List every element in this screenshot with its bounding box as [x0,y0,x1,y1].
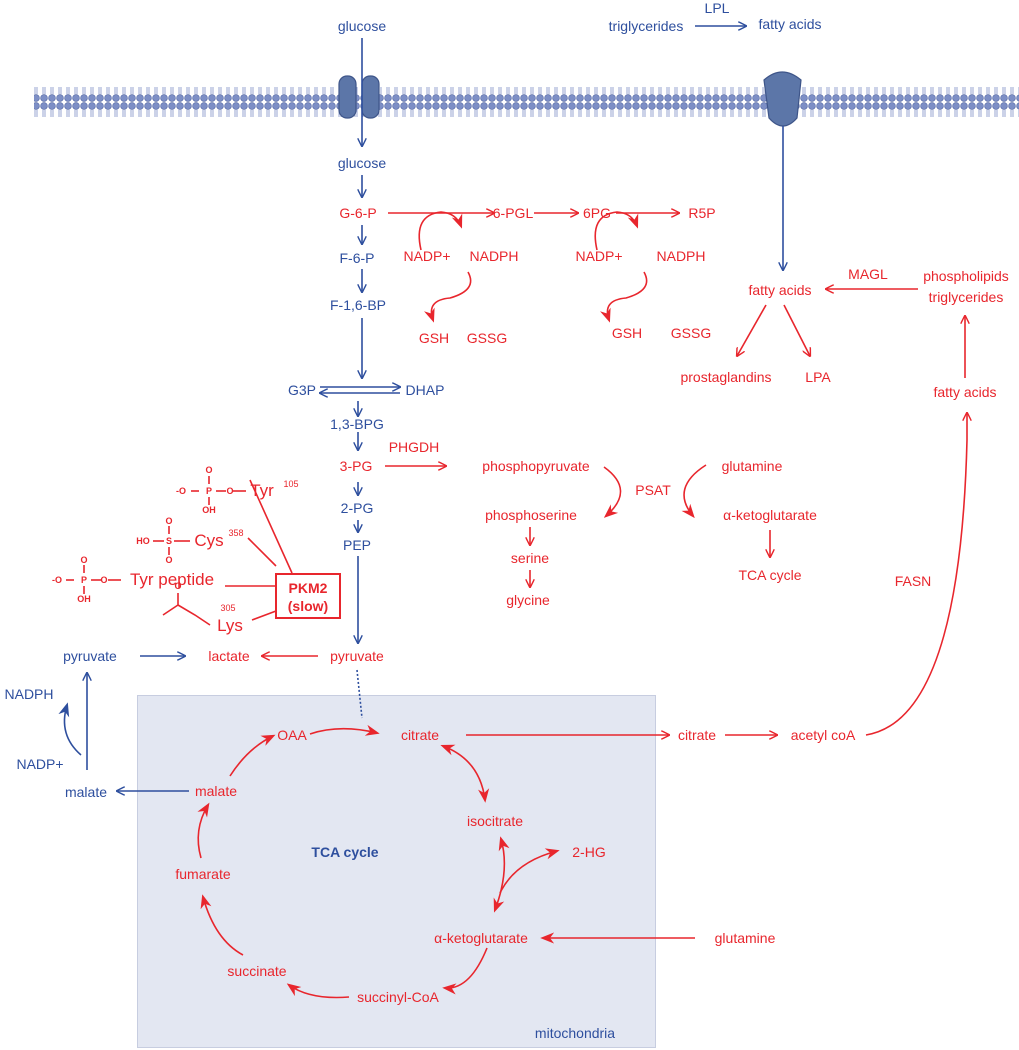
lactate-label: lactate [208,648,250,664]
oxygen-ester-1: O [226,486,234,496]
gssg-1-label: GSSG [466,330,508,346]
sulfur-label: S [165,536,173,546]
gsh-2-label: GSH [611,325,643,341]
oxygen-top-2: O [80,555,88,565]
r5p-label: R5P [688,205,716,221]
cys358-label: Cys [194,531,224,550]
phospholipids-label: phospholipids [923,268,1009,284]
tca-cycle-top-label: TCA cycle [738,567,802,583]
phosphorus-1: P [205,486,213,496]
pg6-label: 6PG [582,205,612,221]
ho-label: HO [136,536,150,546]
pgl6-label: 6-PGL [492,205,534,221]
f6p-label: F-6-P [339,250,375,266]
fatty-acids-right-label: fatty acids [933,384,997,400]
fatty-acids-extracellular: fatty acids [758,16,822,32]
tyr-peptide-label: Tyr peptide [129,570,215,589]
psat-label: PSAT [635,482,671,498]
g6p-label: G-6-P [339,205,377,221]
fasn-label: FASN [894,573,932,589]
fatty-acids-mid-label: fatty acids [748,282,812,298]
nadp-2-label: NADP+ [575,248,623,264]
lys305-position: 305 [220,603,236,613]
mitochondria-compartment [137,695,656,1048]
oxygen-top-1: O [205,465,213,475]
pkm2-box: PKM2 (slow) [275,573,341,619]
oxygen-acetyl: O [174,581,182,591]
oxygen-ester-2: O [100,575,108,585]
nadph-left-label: NADPH [4,686,54,702]
dhap-label: DHAP [405,382,445,398]
citrate-mito-label: citrate [400,727,440,743]
malate-mito-label: malate [194,783,238,799]
succinate-label: succinate [227,963,287,979]
cys358-position: 358 [228,528,244,538]
serine-label: serine [510,550,550,566]
isocitrate-label: isocitrate [466,813,524,829]
triglycerides-extracellular: triglycerides [608,18,684,34]
acetyl-coa-label: acetyl coA [790,727,856,743]
gssg-2-label: GSSG [670,325,712,341]
tyr105-label: Tyr [250,481,274,500]
glycine-label: glycine [506,592,550,608]
prostaglandins-label: prostaglandins [680,369,772,385]
oxygen-s-bottom: O [165,555,173,565]
lpa-label: LPA [805,369,831,385]
fatty-acid-transporter-icon [763,71,802,127]
glucose-extracellular: glucose [337,18,387,34]
hg2-label: 2-HG [572,844,606,860]
pkm2-rate-label: (slow) [287,598,329,614]
nadp-left-label: NADP+ [16,756,64,772]
tca-cycle-title: TCA cycle [311,844,379,860]
pg3-label: 3-PG [339,458,373,474]
phosphoserine-label: phosphoserine [485,507,577,523]
oxygen-s-top: O [165,516,173,526]
oh-2: OH [77,594,91,604]
mitochondria-label: mitochondria [534,1025,616,1041]
pyruvate-exported: pyruvate [63,648,117,664]
phosphopyruvate-label: phosphopyruvate [482,458,590,474]
pg2-label: 2-PG [340,500,374,516]
nadp-1-label: NADP+ [403,248,451,264]
o-minus-2: -O [51,575,63,585]
tyr105-position: 105 [283,479,299,489]
pkm2-label: PKM2 [288,580,328,596]
f16bp-label: F-1,6-BP [329,297,387,313]
pyruvate-label: pyruvate [330,648,384,664]
fumarate-label: fumarate [175,866,231,882]
succinyl-coa-label: succinyl-CoA [357,989,439,1005]
phgdh-label: PHGDH [388,439,440,455]
triglycerides-red-label: triglycerides [928,289,1004,305]
oaa-label: OAA [277,727,307,743]
citrate-cyto-label: citrate [677,727,717,743]
glucose-intracellular: glucose [337,155,387,171]
glucose-transporter-icon [338,75,380,119]
akg-mito-label: α-ketoglutarate [434,930,528,946]
glutamine-mito-label: glutamine [714,930,776,946]
glutamine-top-label: glutamine [721,458,783,474]
phosphorus-2: P [80,575,88,585]
nadph-2-label: NADPH [656,248,706,264]
lpl-label: LPL [704,0,730,16]
lys305-label: Lys [217,616,243,635]
g3p-label: G3P [287,382,317,398]
pep-label: PEP [342,537,372,553]
malate-exported: malate [64,784,108,800]
o-minus-1: -O [175,486,187,496]
bpg13-label: 1,3-BPG [330,416,384,432]
magl-label: MAGL [848,266,888,282]
akg-top-label: α-ketoglutarate [723,507,817,523]
oh-1: OH [202,505,216,515]
nadph-1-label: NADPH [469,248,519,264]
gsh-1-label: GSH [418,330,450,346]
cell-membrane [34,84,1019,118]
